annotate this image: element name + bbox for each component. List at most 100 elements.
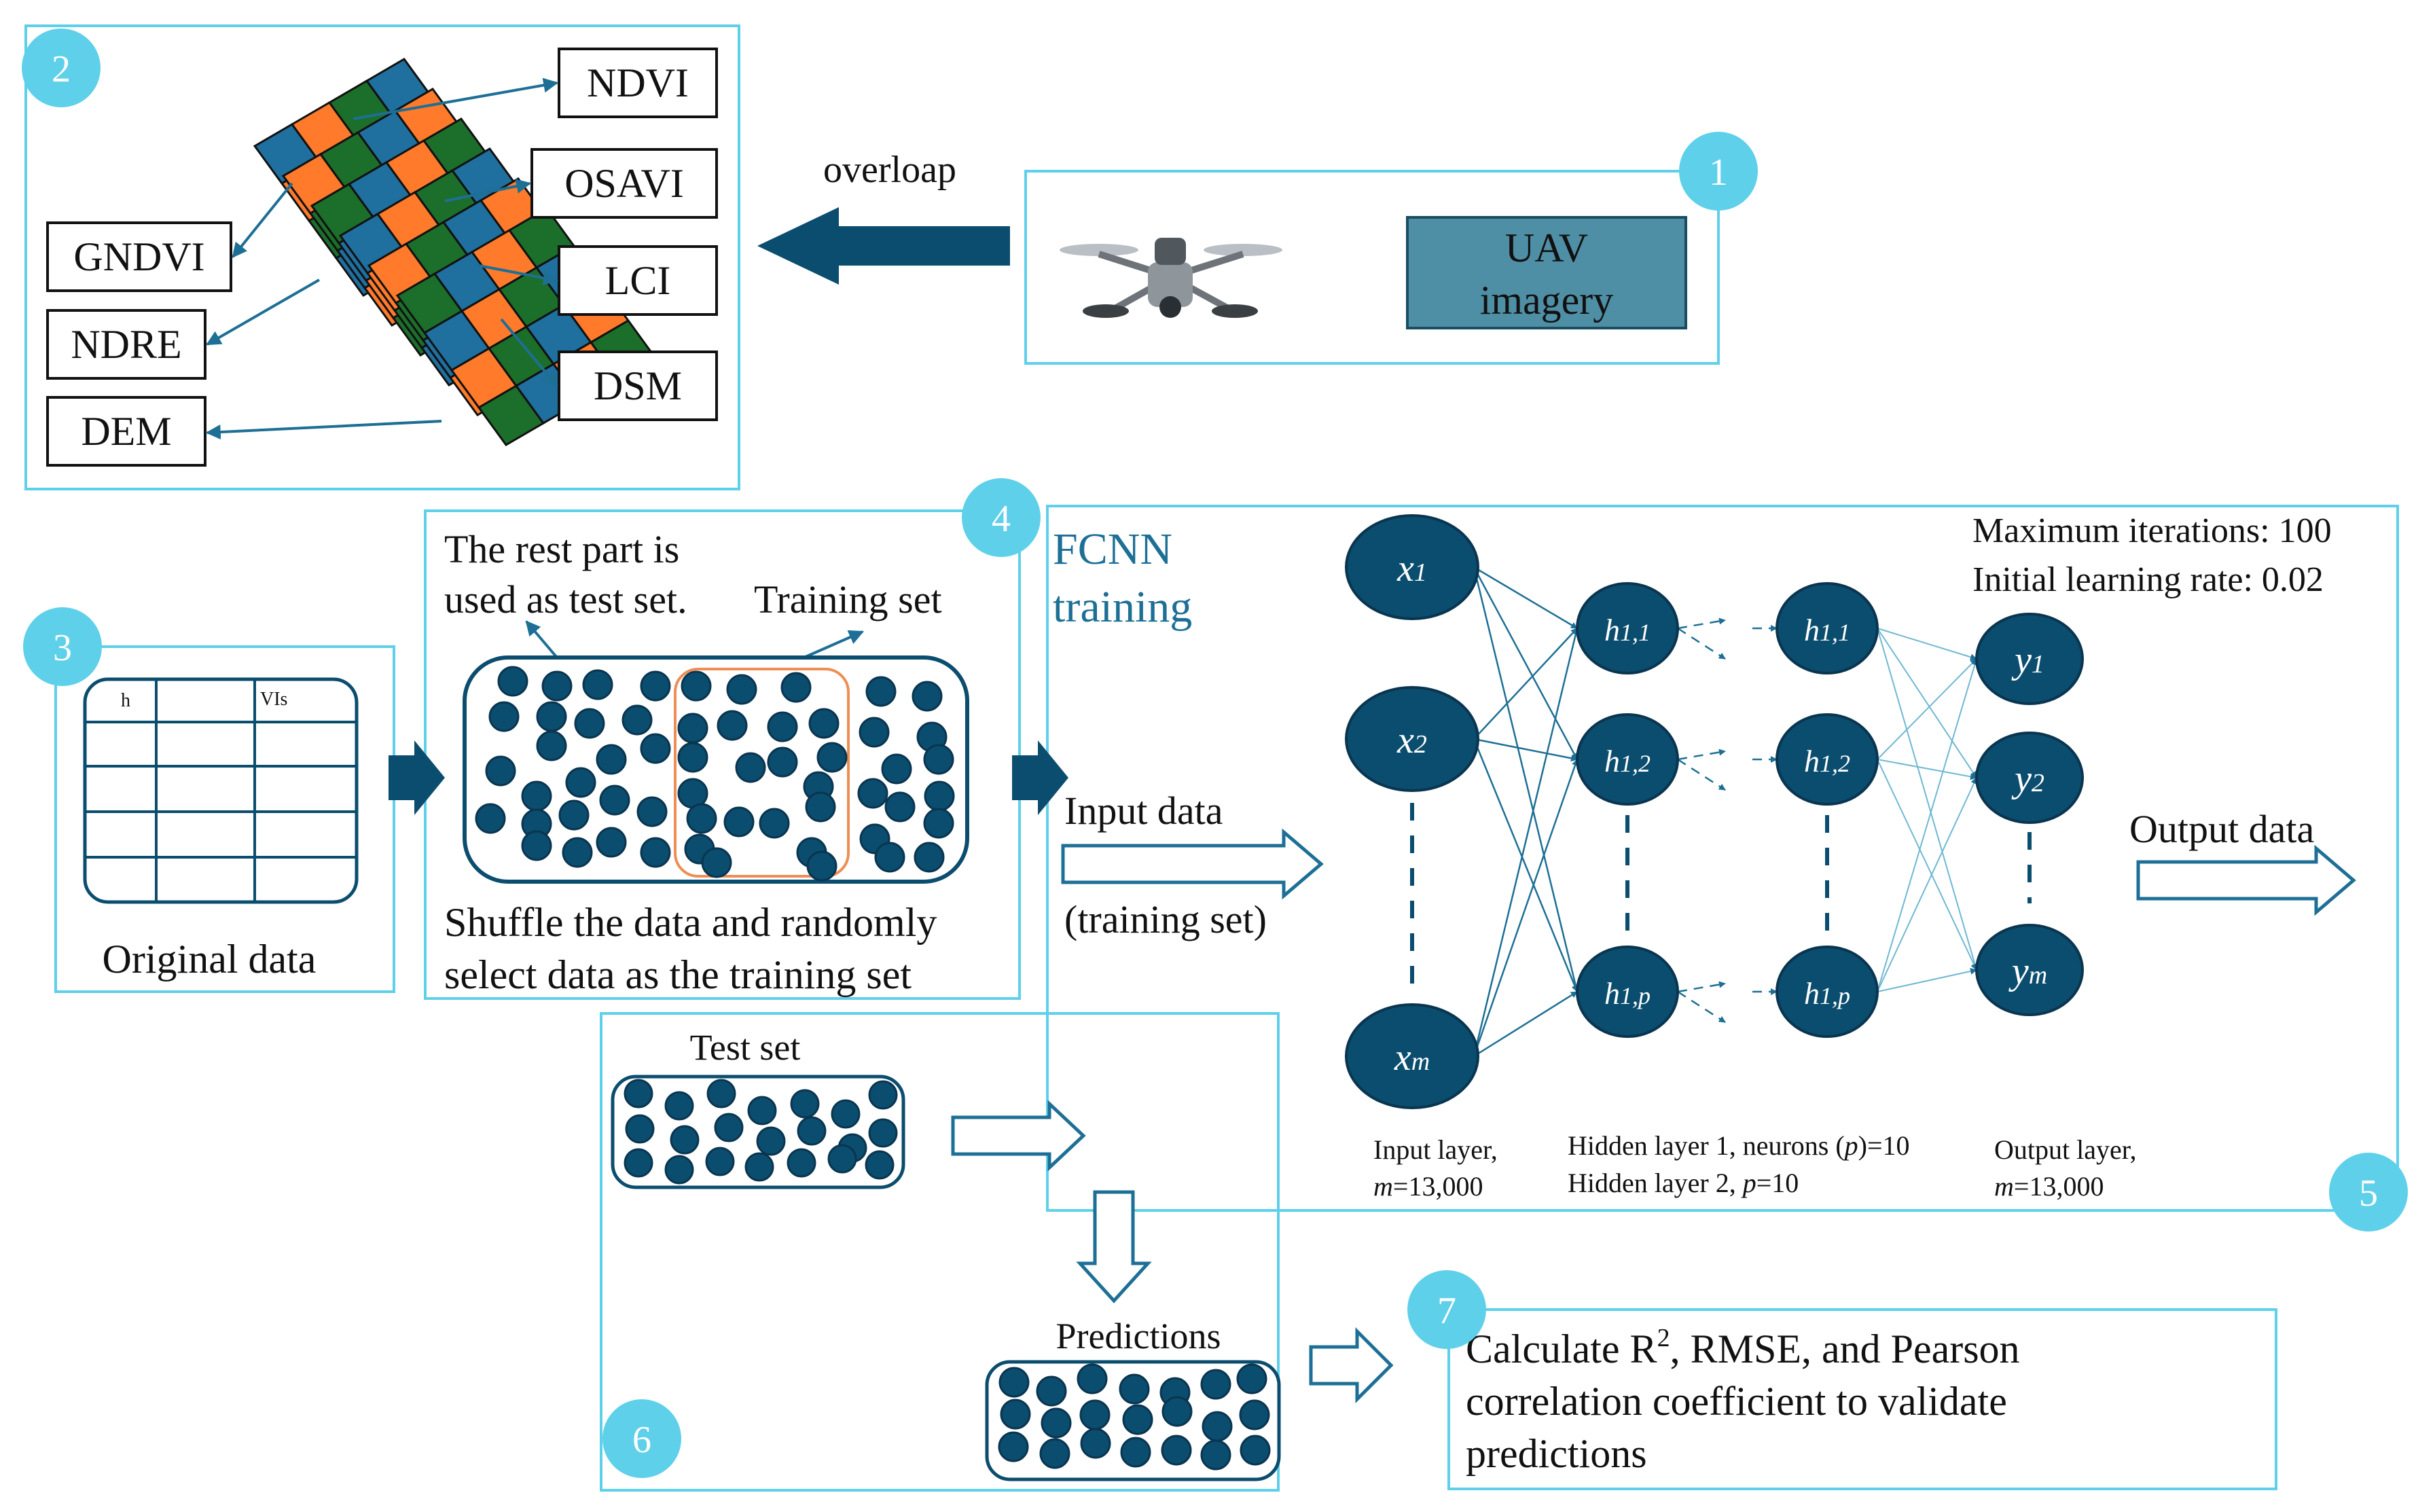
output-layer-label-line1: Output layer, [1994,1134,2136,1165]
test-note-arrow [525,620,558,659]
data-point [759,808,790,839]
badge-7 [1407,1270,1486,1349]
data-point [1039,1438,1070,1469]
hidden-layer-label-line1: Hidden layer 1, neurons (p)=10 [1568,1130,1910,1161]
network-edge [1677,758,1726,791]
arrow-to-dsm [500,318,558,387]
hidden2-node-2-label: h1,2 [1804,744,1850,778]
data-point [664,1155,694,1185]
dsm-label: DSM [594,363,682,408]
test-to-model-arrow [951,1100,1086,1172]
badge-3-label: 3 [53,627,72,669]
predictions-label: Predictions [1056,1316,1221,1356]
data-point [705,1147,735,1176]
test-note-line2: used as test set. [444,577,687,622]
data-point [574,708,605,739]
badge-5 [2329,1153,2408,1231]
test-note-line1: The rest part is [444,527,679,571]
network-edge [1473,759,1579,1057]
data-point [923,808,954,839]
data-point [677,713,708,744]
data-point [1079,1399,1111,1430]
gndvi-label: GNDVI [73,234,204,279]
data-point [914,842,945,873]
data-point [998,1431,1029,1462]
data-point [747,1096,777,1126]
shuffle-caption-line1: Shuffle the data and randomly [444,900,937,945]
arrow-to-gndvi [232,182,293,258]
network-edge [1473,738,1579,992]
hidden1-node-1 [1576,582,1679,674]
output-node-1 [1975,613,2084,705]
input-data-sublabel: (training set) [1064,897,1267,941]
network-edge [1473,990,1578,1058]
data-point [621,704,653,736]
data-point [1239,1399,1270,1430]
overlap-label: overloap [823,149,956,191]
data-point [726,674,757,705]
arrow-to-ndvi [353,77,559,120]
badge-7-label: 7 [1437,1290,1456,1332]
data-point [664,1091,694,1121]
data-point [670,1125,700,1155]
osavi-label: OSAVI [564,161,684,206]
data-point [677,742,708,773]
original-data-caption: Original data [103,937,317,982]
data-point [1041,1407,1072,1439]
data-point [767,746,798,778]
data-point [1000,1399,1031,1430]
data-point [1236,1363,1267,1394]
ndvi-box [558,48,718,118]
network-edge [1473,628,1578,740]
data-point [884,791,916,823]
dem-label: DEM [81,409,171,454]
training-set-label: Training set [754,577,942,622]
data-point [806,850,837,882]
network-edge [1677,627,1726,660]
network-edge [1473,566,1579,760]
uav-imagery-line2: imagery [1480,278,1614,323]
shuffle-dots [475,666,955,882]
data-point [541,670,573,702]
network-edge [1877,628,1977,778]
badge-4 [962,478,1041,557]
network-edge [1677,617,1726,630]
overlap-arrow [757,207,1010,285]
output-data-label: Output data [2129,807,2314,851]
data-point [521,830,552,861]
data-point [857,778,888,809]
gndvi-box [46,221,232,292]
data-point [1202,1411,1233,1442]
badge-3 [23,607,102,686]
data-point [865,676,897,707]
network-edge [1473,566,1578,630]
data-point [787,1148,816,1178]
data-table [83,677,359,904]
hidden2-node-p-label: h1,p [1804,976,1850,1011]
hidden1-node-p [1576,946,1679,1038]
network-edge [1877,777,1977,992]
badge-2 [22,29,101,107]
lci-label: LCI [605,258,671,303]
input-node-m [1345,1003,1479,1109]
input-layer-label-line2: m=13,000 [1373,1171,1483,1202]
predictions-to-validation-arrow [1309,1327,1394,1404]
network-connections [1473,566,1979,1058]
data-point [868,1080,898,1110]
network-edge [1473,566,1579,992]
input-node-1-label: x1 [1396,547,1427,590]
params-line1: Maximum iterations: 100 [1972,511,2332,550]
badge-2-label: 2 [52,48,71,90]
data-point [1161,1396,1193,1427]
hidden2-node-1 [1775,582,1879,674]
panel-2-frame [24,24,740,490]
network-edge [1473,738,1578,762]
data-point [686,803,717,834]
panel-6-frame [600,1012,1280,1492]
input-data-arrow [1061,828,1324,900]
input-node-m-label: xm [1394,1037,1430,1079]
badge-1 [1679,132,1758,211]
data-point [998,1367,1030,1398]
model-to-predictions-arrow [1076,1190,1152,1303]
data-point [497,666,528,697]
